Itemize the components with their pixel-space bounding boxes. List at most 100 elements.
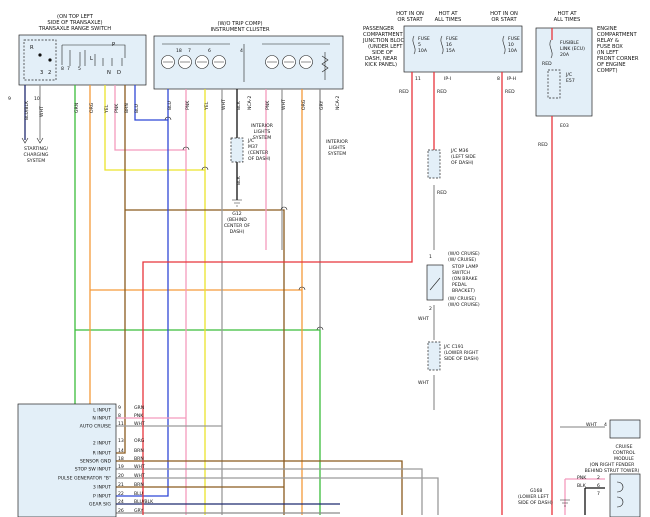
svg-text:ORG: ORG: [301, 99, 307, 110]
svg-text:4: 4: [240, 48, 243, 54]
svg-text:(BEHIND: (BEHIND: [227, 217, 247, 223]
svg-text:JUNCTION BLOCK: JUNCTION BLOCK: [362, 38, 408, 44]
ecm-pin-number: 24: [118, 499, 124, 505]
svg-text:CONTROL: CONTROL: [613, 450, 636, 456]
starting-charging-label: STARTING/ CHARGING SYSTEM: [24, 146, 49, 164]
svg-text:GRN: GRN: [74, 103, 80, 113]
ecm-pin-number: 13: [118, 438, 124, 444]
transaxle-range-switch-title: (ON TOP LEFT SIDE OF TRANSAXLE) TRANSAXL…: [38, 14, 112, 32]
svg-text:ENGINE: ENGINE: [597, 26, 617, 32]
engine-relay-fuse-box: [535, 27, 593, 117]
svg-text:10: 10: [508, 42, 514, 48]
switch-contacts: [61, 44, 126, 66]
svg-text:HOT IN ON: HOT IN ON: [490, 11, 518, 17]
svg-text:LIGHTS: LIGHTS: [254, 129, 271, 135]
svg-text:(W/ CRUISE): (W/ CRUISE): [448, 296, 476, 302]
ecm-input-label: P INPUT: [93, 494, 111, 500]
switch-contact: [38, 53, 42, 57]
jc-m37: [230, 137, 244, 163]
ecm-pin-number: 9: [118, 405, 121, 411]
ecm-wire-color-label: WHT: [134, 473, 145, 479]
cluster-bulbs: [161, 43, 330, 82]
coil-icon: [616, 481, 624, 508]
svg-text:BLK: BLK: [577, 483, 587, 489]
ecm-wire-color-label: BRN: [134, 456, 144, 462]
svg-text:5: 5: [78, 66, 81, 72]
svg-text:7: 7: [188, 48, 191, 54]
svg-text:WHT: WHT: [418, 380, 429, 386]
arrow-icon: [21, 137, 44, 144]
stop-lamp-label: (W/O CRUISE) (W/ CRUISE) STOP LAMP SWITC…: [448, 251, 480, 308]
svg-text:(UNDER LEFT: (UNDER LEFT: [368, 44, 403, 50]
svg-text:6: 6: [597, 483, 600, 489]
svg-text:BLU/BLK: BLU/BLK: [24, 100, 30, 120]
svg-text:OF DASH): OF DASH): [248, 156, 271, 162]
svg-text:SWITCH: SWITCH: [452, 270, 470, 276]
svg-text:CENTER OF: CENTER OF: [224, 223, 251, 229]
svg-text:18: 18: [176, 48, 182, 54]
junction-block: [403, 25, 523, 73]
svg-text:RED: RED: [399, 89, 409, 95]
ecm-input-label: SENSOR GND: [80, 459, 111, 465]
svg-text:15A: 15A: [446, 48, 456, 54]
svg-text:5: 5: [418, 42, 421, 48]
svg-text:(W/O CRUISE): (W/O CRUISE): [448, 251, 480, 257]
svg-text:COMPT): COMPT): [597, 68, 618, 74]
pin-10: 10: [34, 96, 40, 102]
pos-l: L: [90, 56, 93, 62]
svg-text:OR START: OR START: [397, 17, 423, 23]
svg-text:ORG: ORG: [89, 102, 95, 113]
svg-text:PNK: PNK: [577, 475, 587, 481]
ecm-input-label: AUTO CRUISE: [80, 424, 111, 430]
svg-text:LIGHTS: LIGHTS: [329, 145, 346, 151]
pos-3: 3: [40, 70, 43, 76]
ecm-pin-number: 22: [118, 491, 124, 497]
svg-text:PNK: PNK: [265, 100, 271, 110]
svg-text:YEL: YEL: [204, 101, 210, 111]
ecm-wire-color-label: ORG: [134, 438, 145, 444]
ecm-wire-color-label: BLU: [134, 491, 143, 497]
ecm-input-label: 2 INPUT: [93, 441, 111, 447]
svg-text:16: 16: [446, 42, 452, 48]
ecm-input-label: R INPUT: [93, 451, 112, 457]
svg-text:COMPARTMENT: COMPARTMENT: [597, 32, 638, 38]
ecm-input-label: GEAR SIG: [89, 502, 112, 508]
svg-text:(W/O CRUISE): (W/O CRUISE): [448, 302, 480, 308]
svg-text:PNK: PNK: [114, 103, 120, 113]
svg-text:CRUISE: CRUISE: [616, 444, 633, 450]
svg-text:WHT: WHT: [221, 99, 227, 110]
svg-text:WHT: WHT: [39, 106, 45, 117]
cruise-control-module-top: [609, 419, 641, 439]
ecm-pin-number: 26: [118, 508, 124, 514]
fuse-16: FUSE 16 15A: [440, 35, 458, 55]
trans-wire-labels: BLU/BLK WHT GRN ORG YEL PNK BRN BLU: [24, 100, 140, 120]
ecm-input-label: PULSE GENERATOR "B": [58, 476, 111, 482]
svg-text:J/C C191: J/C C191: [443, 344, 464, 350]
svg-text:7: 7: [67, 66, 70, 72]
svg-text:BLU: BLU: [167, 101, 173, 110]
cruise-module-label: CRUISE CONTROL MODULE (ON RIGHT FENDER B…: [585, 444, 640, 474]
jc-c191-label: J/C C191 (LOWER RIGHT SIDE OF DASH): [443, 344, 479, 362]
stop-lamp-switch: [426, 264, 444, 301]
ecm-wire-color-label: GRY: [134, 508, 143, 514]
svg-text:WHT: WHT: [281, 99, 287, 110]
svg-text:GRY: GRY: [319, 101, 325, 110]
svg-text:OF ENGINE: OF ENGINE: [597, 62, 626, 68]
g12-label: G12 (BEHIND CENTER OF DASH): [224, 211, 251, 235]
svg-text:10A: 10A: [508, 48, 518, 54]
svg-text:(ON TOP LEFT: (ON TOP LEFT: [57, 14, 94, 20]
pin-9: 9: [8, 96, 11, 102]
svg-text:KICK PANEL): KICK PANEL): [365, 62, 397, 68]
svg-text:HOT AT: HOT AT: [557, 11, 577, 17]
svg-text:MODULE: MODULE: [614, 456, 634, 462]
ecm-wire-color-label: BRN: [134, 448, 144, 454]
pos-2: 2: [48, 70, 51, 76]
ecm-input-label: STOP SW INPUT: [75, 467, 111, 473]
connector-ip-h: IP-H: [507, 76, 516, 82]
svg-text:(W/ CRUISE): (W/ CRUISE): [448, 257, 476, 263]
ecm-pin-number: 19: [118, 464, 124, 470]
svg-text:BLK: BLK: [236, 100, 242, 110]
svg-text:ALL TIMES: ALL TIMES: [435, 17, 462, 23]
jc-m36-label: J/C M36 (LEFT SIDE OF DASH): [450, 148, 476, 166]
